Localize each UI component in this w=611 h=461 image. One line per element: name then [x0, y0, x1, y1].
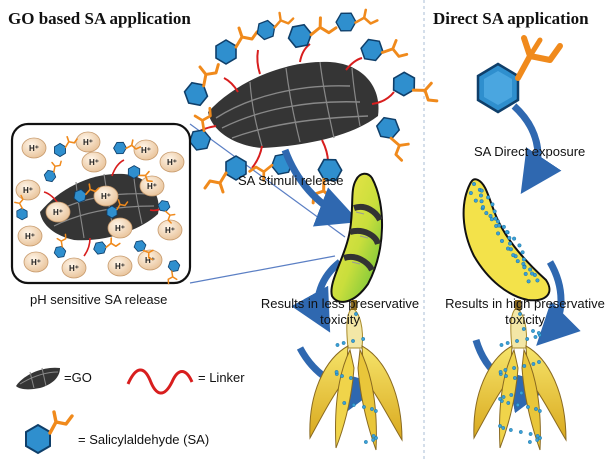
label-ph-release: pH sensitive SA release — [30, 292, 168, 307]
peeled-banana-high — [473, 300, 567, 451]
label-high-toxicity: Results in high preservative toxicity — [445, 296, 605, 327]
banana-go-coated — [330, 172, 384, 303]
proton-label: H⁺ — [89, 158, 99, 167]
legend-go-label: =GO — [64, 370, 92, 385]
sa-molecule — [203, 155, 247, 194]
proton-bubble: H⁺ — [17, 225, 43, 247]
banana-sa-dotted — [462, 178, 551, 302]
proton-label: H⁺ — [83, 138, 93, 147]
sa-molecule — [113, 139, 142, 155]
proton-label: H⁺ — [25, 232, 35, 241]
label-direct-exposure: SA Direct exposure — [474, 144, 586, 159]
sa-molecule — [215, 26, 259, 65]
proton-bubble: H⁺ — [21, 137, 47, 159]
sa-molecule — [157, 200, 176, 224]
sa-molecule — [43, 160, 62, 183]
arrow-less-toxicity-in — [291, 259, 343, 333]
sa-molecule — [287, 16, 338, 49]
legend-sa-label: = Salicylaldehyde (SA) — [78, 432, 210, 447]
proton-bubble: H⁺ — [61, 257, 87, 279]
proton-label: H⁺ — [141, 146, 151, 155]
proton-bubble: H⁺ — [157, 219, 183, 241]
sa-molecule — [183, 63, 220, 107]
proton-bubble: H⁺ — [15, 179, 41, 201]
zoom-connector-bottom — [189, 255, 336, 284]
arrow-stimuli-release — [281, 148, 360, 227]
sa-molecule — [93, 237, 121, 255]
sa-molecule — [133, 240, 154, 261]
sa-molecule — [256, 11, 295, 41]
legend-linker-label: = Linker — [198, 370, 245, 385]
proton-bubble: H⁺ — [159, 151, 185, 173]
legend-go-icon — [16, 367, 60, 390]
proton-bubble: H⁺ — [45, 201, 71, 223]
legend-linker-icon — [126, 368, 194, 395]
legend-sa-icon — [25, 410, 74, 455]
proton-bubble: H⁺ — [139, 175, 165, 197]
proton-bubble: H⁺ — [107, 255, 133, 277]
proton-label: H⁺ — [145, 256, 155, 265]
arrow-high-toxicity-in — [536, 260, 581, 346]
proton-label: H⁺ — [23, 186, 33, 195]
go-sheet-top — [191, 43, 395, 169]
proton-label: H⁺ — [147, 182, 157, 191]
peeled-banana-less — [309, 300, 403, 451]
label-less-toxicity: Results in less preservative toxicity — [260, 296, 420, 327]
proton-label: H⁺ — [115, 224, 125, 233]
proton-bubble: H⁺ — [23, 251, 49, 273]
sa-molecule — [167, 260, 181, 285]
sa-molecule — [375, 116, 410, 162]
proton-label: H⁺ — [167, 158, 177, 167]
proton-bubbles: H⁺ H⁺ H⁺ H⁺ H⁺ H⁺ H⁺ H⁺ H⁺ H⁺ H⁺ H⁺ H⁺ H⁺ H⁺ H⁺ — [15, 131, 185, 279]
banana-sa-dots — [468, 181, 540, 284]
sa-molecule — [106, 199, 129, 219]
sa-molecule — [53, 233, 67, 258]
proton-bubble: H⁺ — [93, 185, 119, 207]
sa-molecule — [14, 194, 28, 221]
sa-molecules-inset — [14, 135, 181, 285]
proton-label: H⁺ — [29, 144, 39, 153]
proton-label: H⁺ — [31, 258, 41, 267]
proton-bubble: H⁺ — [75, 131, 101, 153]
proton-label: H⁺ — [69, 264, 79, 273]
sa-molecule-direct — [476, 35, 563, 114]
proton-label: H⁺ — [115, 262, 125, 271]
proton-label: H⁺ — [165, 226, 175, 235]
sa-molecule — [392, 71, 439, 103]
proton-bubble: H⁺ — [133, 139, 159, 161]
proton-label: H⁺ — [53, 208, 63, 217]
proton-label: H⁺ — [101, 192, 111, 201]
sa-molecule — [335, 8, 379, 32]
label-stimuli-release: SA Stimuli release — [238, 173, 344, 188]
sa-molecule — [73, 183, 100, 204]
arrow-direct-exposure — [511, 103, 562, 194]
sa-molecule — [127, 165, 153, 183]
proton-bubble: H⁺ — [137, 249, 163, 271]
proton-bubble: H⁺ — [107, 217, 133, 239]
title-go-based: GO based SA application — [8, 9, 191, 28]
sa-molecule — [54, 135, 78, 158]
sa-molecule — [188, 106, 212, 151]
proton-bubble: H⁺ — [81, 151, 107, 173]
sa-molecule — [360, 38, 409, 62]
title-direct: Direct SA application — [433, 9, 589, 28]
